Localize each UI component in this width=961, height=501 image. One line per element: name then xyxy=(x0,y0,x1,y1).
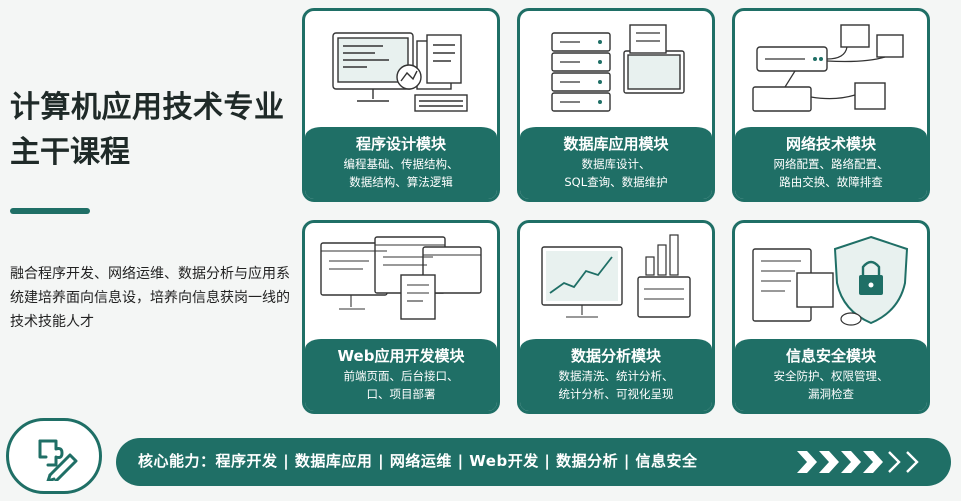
card-band: 数据库应用模块 数据库设计、 SQL查询、数据维护 xyxy=(520,127,712,199)
core-abilities-text: 核心能力：程序开发 | 数据库应用 | 网络运维 | Web开发 | 数据分析 … xyxy=(138,452,698,470)
network-switch-icon xyxy=(752,24,904,112)
card-data-analysis[interactable]: 数据分析模块 数据清洗、统计分析、 统计分析、可视化呈现 xyxy=(517,220,715,414)
card-title: 信息安全模块 xyxy=(785,347,876,365)
core-abilities-bar: 核心能力：程序开发 | 数据库应用 | 网络运维 | Web开发 | 数据分析 … xyxy=(6,418,956,496)
card-desc-line-2: 口、项目部署 xyxy=(366,387,436,401)
program-description: 融合程序开发、网络运维、数据分析与应用系统建培养面向信息设，培养向信息获岗一线的… xyxy=(10,266,290,330)
card-title: Web应用开发模块 xyxy=(337,347,465,365)
card-band: Web应用开发模块 前端页面、后台接口、 口、项目部署 xyxy=(305,339,497,411)
title-divider xyxy=(10,208,90,214)
web-pages-icon xyxy=(320,236,482,320)
puzzle-pen-icon-container xyxy=(6,418,102,494)
security-shield-icon xyxy=(752,235,909,326)
card-desc-line-2: 数据结构、算法逻辑 xyxy=(349,175,453,189)
card-band: 程序设计模块 编程基础、传据结构、 数据结构、算法逻辑 xyxy=(305,127,497,199)
card-desc-line-1: 数据库设计、 xyxy=(581,157,651,171)
card-band: 网络技术模块 网络配置、路络配置、 路由交换、故障排查 xyxy=(735,127,927,199)
puzzle-pen-icon xyxy=(38,439,78,481)
database-server-icon xyxy=(551,24,685,112)
title-line-2: 主干课程 xyxy=(10,135,130,170)
card-desc-line-1: 前端页面、后台接口、 xyxy=(343,369,459,383)
card-desc-line-1: 网络配置、路络配置、 xyxy=(773,157,889,171)
computer-code-icon xyxy=(332,32,468,112)
card-desc-line-2: 路由交换、故障排查 xyxy=(779,175,883,189)
card-security[interactable]: 信息安全模块 安全防护、权限管理、 漏洞检查 xyxy=(732,220,930,414)
card-title: 数据分析模块 xyxy=(570,347,661,365)
card-database[interactable]: 数据库应用模块 数据库设计、 SQL查询、数据维护 xyxy=(517,8,715,202)
core-abilities-band: 核心能力：程序开发 | 数据库应用 | 网络运维 | Web开发 | 数据分析 … xyxy=(116,438,951,486)
card-desc-line-1: 编程基础、传据结构、 xyxy=(343,157,459,171)
card-network[interactable]: 网络技术模块 网络配置、路络配置、 路由交换、故障排查 xyxy=(732,8,930,202)
card-programming[interactable]: 程序设计模块 编程基础、传据结构、 数据结构、算法逻辑 xyxy=(302,8,500,202)
page-title: 计算机应用技术专业 主干课程 xyxy=(10,88,285,176)
card-title: 数据库应用模块 xyxy=(563,135,669,153)
data-chart-icon xyxy=(541,234,691,318)
title-line-1: 计算机应用技术专业 xyxy=(10,90,285,125)
card-band: 信息安全模块 安全防护、权限管理、 漏洞检查 xyxy=(735,339,927,411)
card-title: 程序设计模块 xyxy=(355,135,446,153)
card-web[interactable]: Web应用开发模块 前端页面、后台接口、 口、项目部署 xyxy=(302,220,500,414)
card-desc-line-2: 漏洞检查 xyxy=(808,387,854,401)
chevron-arrows-icon xyxy=(797,451,919,473)
card-title: 网络技术模块 xyxy=(785,135,876,153)
card-desc-line-1: 安全防护、权限管理、 xyxy=(773,369,889,383)
card-band: 数据分析模块 数据清洗、统计分析、 统计分析、可视化呈现 xyxy=(520,339,712,411)
card-desc-line-2: 统计分析、可视化呈现 xyxy=(558,387,674,401)
card-desc-line-1: 数据清洗、统计分析、 xyxy=(558,369,674,383)
card-desc-line-2: SQL查询、数据维护 xyxy=(564,175,668,189)
